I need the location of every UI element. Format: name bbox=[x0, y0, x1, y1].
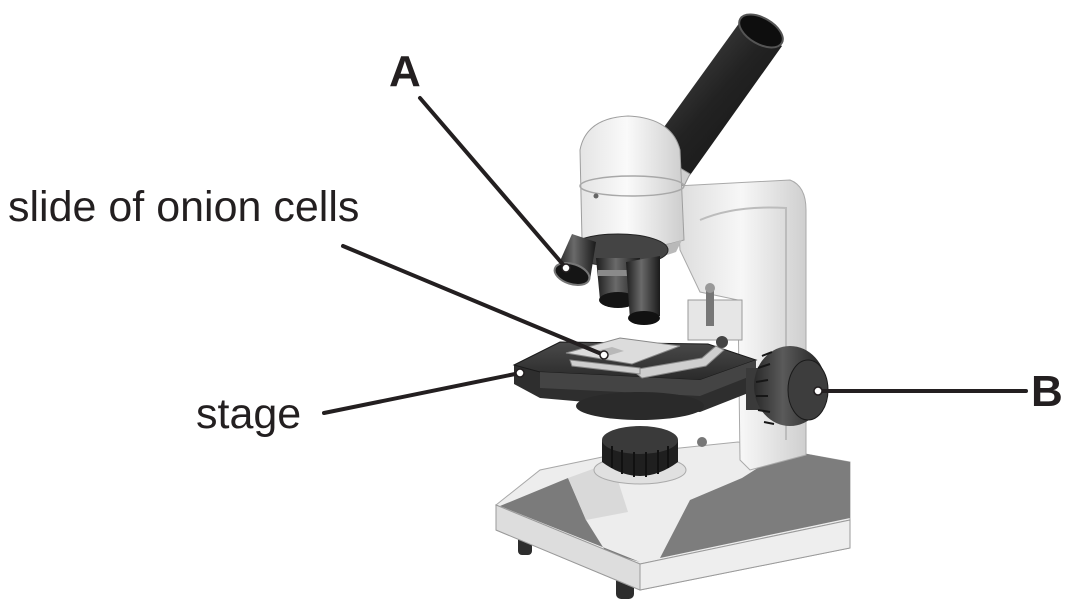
leader-dot-stage bbox=[516, 369, 524, 377]
label-a: A bbox=[389, 50, 421, 94]
focus-pin-cap bbox=[705, 283, 715, 293]
label-b: B bbox=[1031, 370, 1063, 414]
leader-line-stage bbox=[324, 373, 520, 413]
head-screw bbox=[594, 194, 599, 199]
arm-screw bbox=[697, 437, 707, 447]
lamp-knob-top bbox=[602, 426, 678, 454]
nosepiece bbox=[552, 234, 668, 325]
label-stage: stage bbox=[196, 393, 301, 436]
label-slide-of-onion-cells: slide of onion cells bbox=[8, 186, 359, 229]
focus-block bbox=[688, 300, 742, 340]
focus-pin bbox=[706, 290, 714, 326]
microscope-stage bbox=[514, 336, 756, 420]
head-body bbox=[580, 116, 684, 248]
clip-screw bbox=[716, 336, 728, 348]
leader-dot-b bbox=[814, 387, 822, 395]
leader-line-a bbox=[420, 98, 566, 268]
condenser bbox=[576, 392, 704, 420]
light-source bbox=[594, 426, 686, 484]
objective-right-lens bbox=[628, 311, 660, 325]
leader-dot-slide bbox=[600, 351, 608, 359]
objective-right bbox=[626, 256, 660, 320]
leader-dot-a bbox=[562, 264, 570, 272]
microscope-arm bbox=[676, 180, 806, 470]
